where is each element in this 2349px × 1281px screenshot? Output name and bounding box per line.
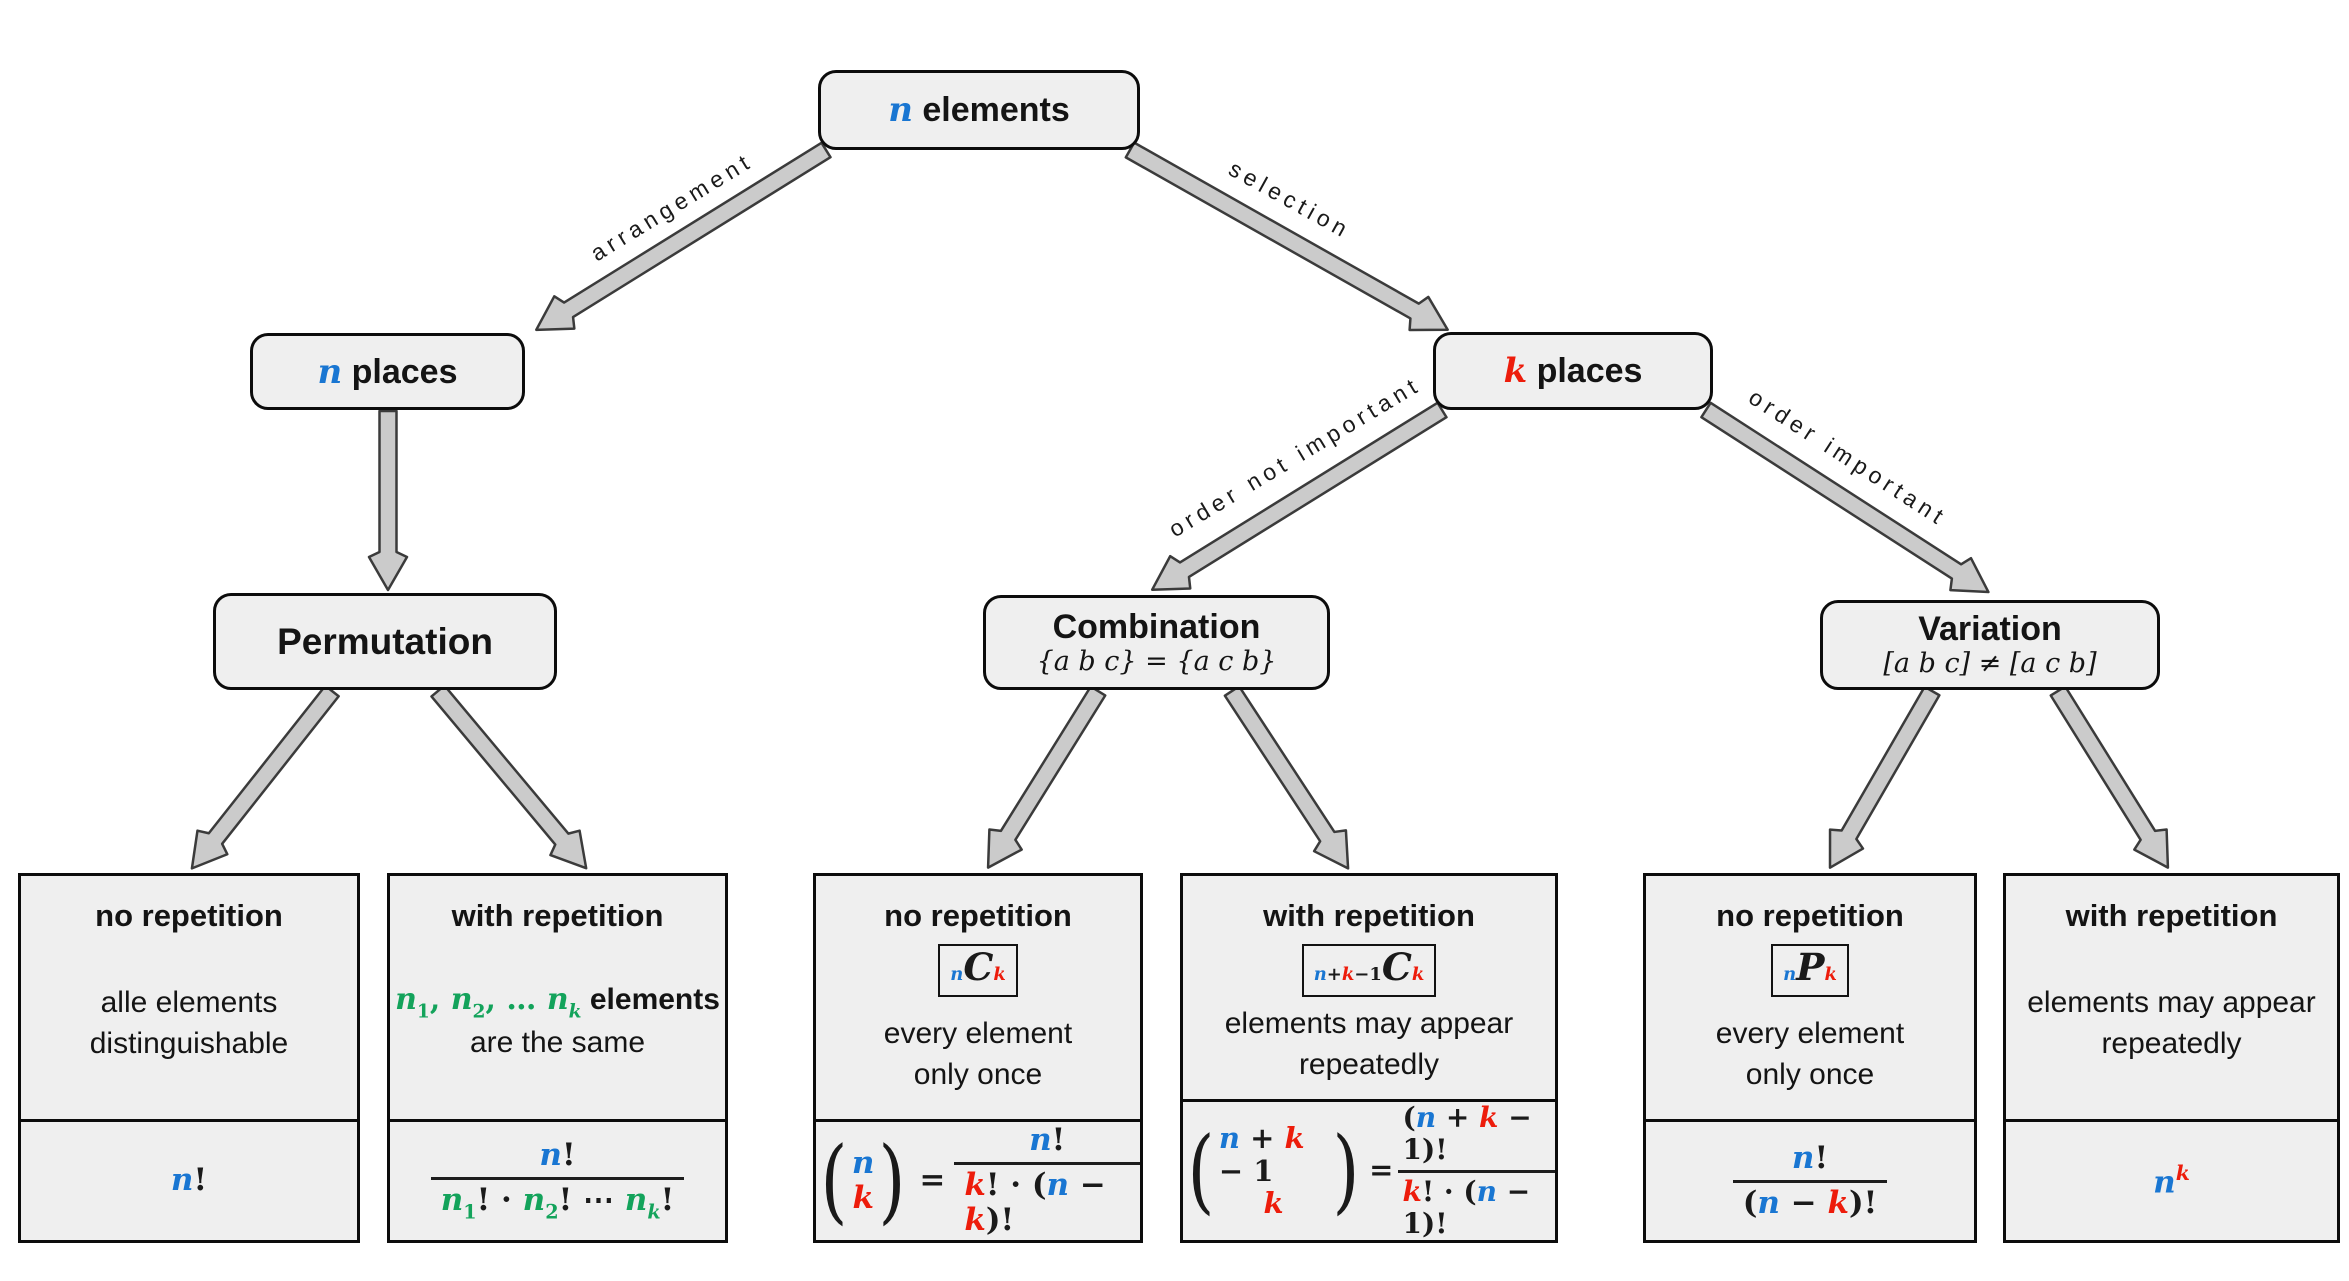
node-n-places: n places: [250, 333, 525, 410]
leaf-heading: with repetition: [2065, 898, 2278, 933]
formula-combination: ( n k ) = n! k! · (n − k)!: [816, 1122, 1140, 1239]
arrow-selection: [1124, 141, 1449, 332]
node-variation-subtitle: [a b c] ≠ [a c b]: [1883, 648, 2097, 680]
leaf-description: n1, n2, … nk elements are the same: [395, 982, 720, 1060]
leaf-description: alle elements distinguishable: [89, 986, 289, 1060]
arrow-combination-norep: [986, 685, 1107, 869]
node-variation: Variation [a b c] ≠ [a c b]: [1820, 600, 2160, 690]
arrow-nplaces-permutation: [367, 409, 409, 592]
leaf-description: elements may appear repeatedly: [1224, 1007, 1514, 1081]
node-variation-title: Variation: [1918, 610, 2062, 649]
formula-combination-repetition: ( n + k − 1 k ) = (n + k − 1)! k! · (n −…: [1183, 1102, 1555, 1240]
formula-variation: n! (n − k)!: [1732, 1140, 1888, 1221]
arrow-permutation-withrep: [430, 684, 588, 870]
node-combination-subtitle: {a b c} = {a c b}: [1036, 645, 1277, 677]
node-n-elements-title: n elements: [888, 90, 1070, 130]
node-permutation: Permutation: [213, 593, 557, 690]
leaf-heading: no repetition: [95, 898, 283, 933]
leaf-variation-with-repetition: with repetition elements may appear repe…: [2003, 873, 2340, 1243]
node-k-places-title: k places: [1503, 351, 1643, 391]
node-n-places-title: n places: [317, 351, 458, 392]
arrow-arrangement: [535, 141, 832, 332]
leaf-description: elements may appear repeatedly: [2027, 986, 2316, 1060]
arrow-variation-norep: [1828, 685, 1941, 869]
arrow-variation-withrep: [2049, 685, 2170, 869]
node-combination: Combination {a b c} = {a c b}: [983, 595, 1330, 690]
leaf-heading: no repetition: [1716, 898, 1904, 933]
leaf-description: every element only once: [1715, 1017, 1905, 1091]
formula-n-factorial: n!: [170, 1162, 208, 1199]
leaf-description: every element only once: [883, 1017, 1073, 1091]
node-k-places: k places: [1433, 332, 1713, 410]
leaf-heading: with repetition: [1263, 898, 1475, 933]
arrow-combination-withrep: [1223, 685, 1350, 870]
formula-n-power-k: nk: [2153, 1160, 2190, 1200]
leaf-heading: no repetition: [884, 898, 1072, 933]
node-permutation-title: Permutation: [277, 620, 493, 662]
leaf-permutation-no-repetition: no repetition alle elements distinguisha…: [18, 873, 360, 1243]
arrow-order-important: [1700, 401, 1990, 594]
leaf-permutation-with-repetition: with repetition n1, n2, … nk elements ar…: [387, 873, 728, 1243]
arrow-order-not-important: [1150, 401, 1448, 591]
leaf-heading: with repetition: [451, 898, 664, 933]
node-combination-title: Combination: [1052, 607, 1261, 646]
node-n-elements: n elements: [818, 70, 1140, 150]
arrow-permutation-norep: [190, 684, 340, 870]
formula-multiset-permutation: n! n1! · n2! ⋯ nk!: [430, 1137, 685, 1223]
